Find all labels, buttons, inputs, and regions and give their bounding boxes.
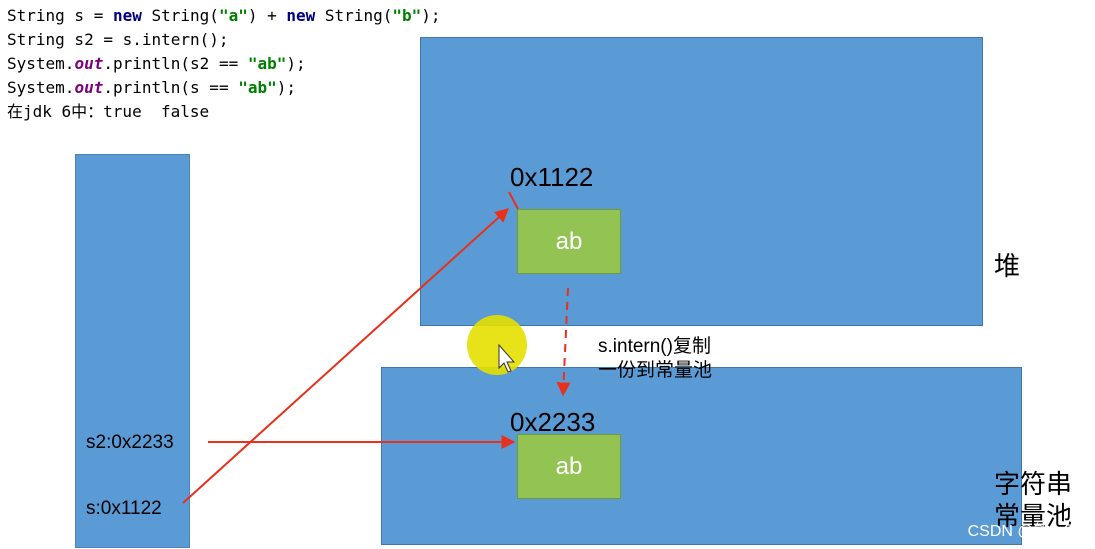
code-token: "a" bbox=[218, 6, 248, 25]
code-token: String s = bbox=[7, 6, 113, 25]
heap-object-value: ab bbox=[555, 227, 583, 255]
code-token: out bbox=[74, 54, 104, 73]
stack-ref-s: s:0x1122 bbox=[86, 498, 162, 519]
heap-object-address: 0x1122 bbox=[510, 162, 594, 192]
pool-object-address: 0x2233 bbox=[510, 407, 596, 437]
watermark: CSDN @熊 . 包 bbox=[967, 523, 1079, 540]
pool-object-value: ab bbox=[555, 452, 583, 480]
code-token: .println(s == bbox=[103, 78, 239, 97]
code-result-line: 在jdk 6中：true false bbox=[7, 102, 210, 121]
code-token: ); bbox=[421, 6, 441, 25]
pool-label-line2: 常量池 bbox=[994, 501, 1073, 531]
code-token: String s2 = s.intern(); bbox=[7, 30, 229, 49]
pool-string-object: ab bbox=[517, 434, 621, 499]
code-line-1: String s = new String("a") + new String(… bbox=[7, 4, 441, 28]
code-snippet: String s = new String("a") + new String(… bbox=[7, 4, 441, 124]
annotation-line1: s.intern()复制 bbox=[598, 336, 711, 357]
heap-string-object: ab bbox=[517, 209, 621, 274]
code-token: "ab" bbox=[238, 78, 277, 97]
heap-label: 堆 bbox=[994, 251, 1021, 281]
code-line-4: System.out.println(s == "ab"); bbox=[7, 76, 441, 100]
code-token: "b" bbox=[392, 6, 422, 25]
code-token: "ab" bbox=[247, 54, 287, 73]
code-token: ); bbox=[286, 54, 306, 73]
code-token: System. bbox=[7, 54, 75, 73]
code-token: .println(s2 == bbox=[103, 54, 248, 73]
heap-address-pointer bbox=[508, 191, 519, 210]
pool-label-line1: 字符串 bbox=[994, 469, 1073, 499]
stack-ref-s2: s2:0x2233 bbox=[86, 432, 174, 453]
intern-copy-arrow bbox=[556, 287, 571, 397]
code-token: System. bbox=[7, 78, 75, 97]
code-token: String( bbox=[141, 6, 219, 25]
code-token: ) + bbox=[247, 6, 287, 25]
code-token: new bbox=[112, 6, 142, 25]
code-line-3: System.out.println(s2 == "ab"); bbox=[7, 52, 441, 76]
code-token: out bbox=[74, 78, 104, 97]
mouse-cursor-icon bbox=[498, 343, 516, 373]
cursor-highlight bbox=[467, 315, 527, 375]
code-token: ); bbox=[276, 78, 296, 97]
s-reference-arrow bbox=[182, 208, 510, 504]
heap-region bbox=[420, 37, 983, 326]
code-line-2: String s2 = s.intern(); bbox=[7, 28, 441, 52]
string-constant-pool-region bbox=[381, 367, 1022, 545]
code-token: String( bbox=[315, 6, 393, 25]
code-token: new bbox=[286, 6, 316, 25]
annotation-line2: 一份到常量池 bbox=[598, 360, 713, 381]
stack-region bbox=[75, 154, 190, 548]
